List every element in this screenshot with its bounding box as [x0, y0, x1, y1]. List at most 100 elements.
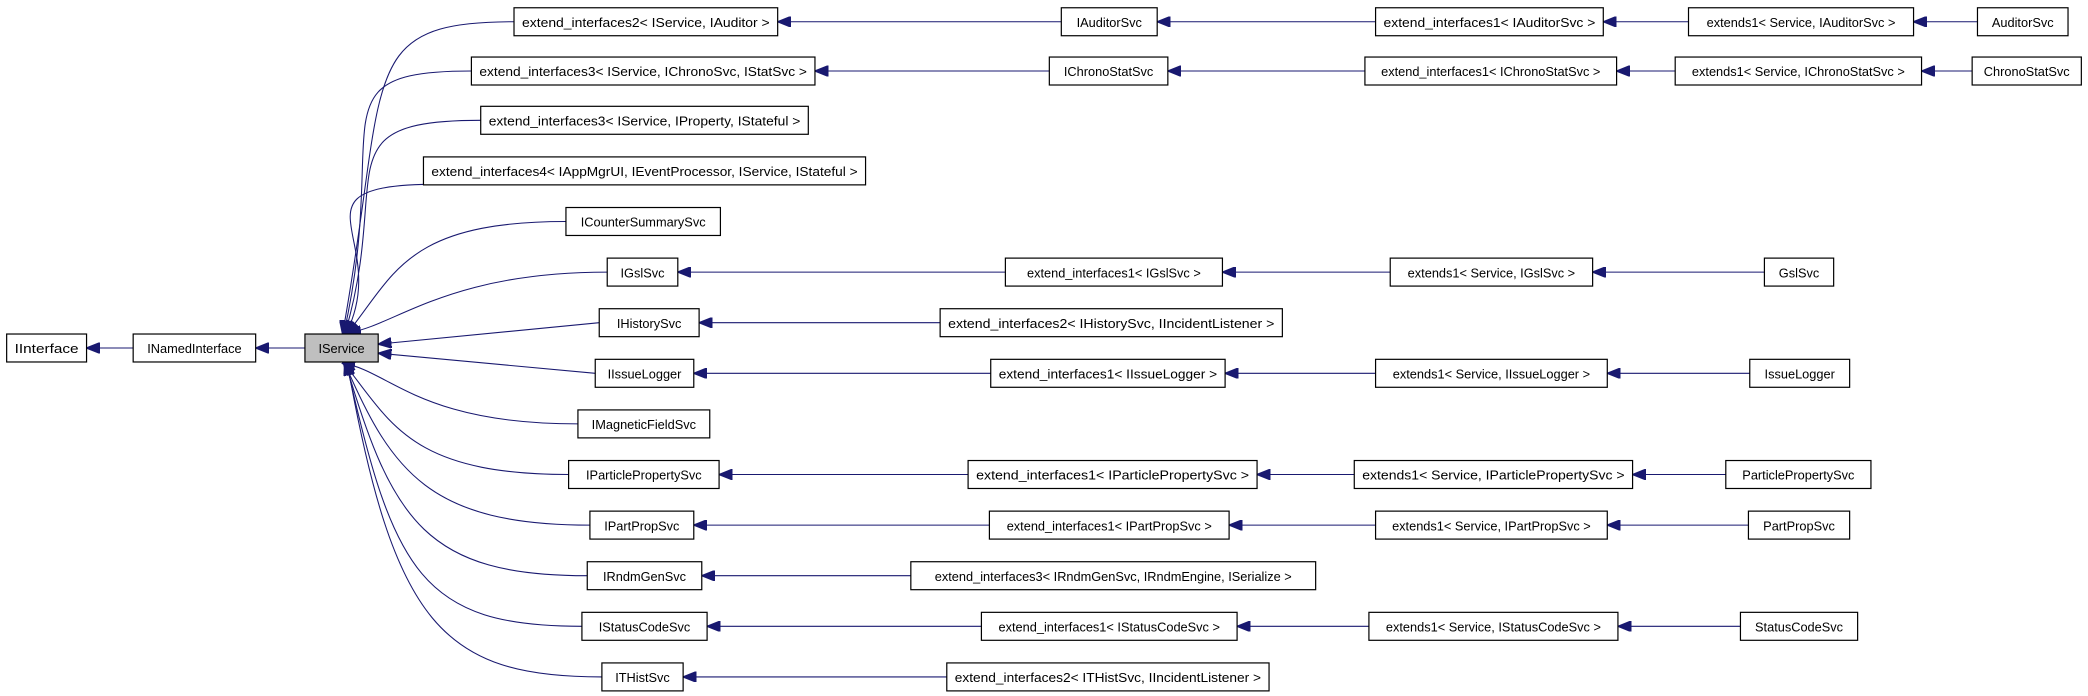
node-label: IHistorySvc — [617, 316, 682, 331]
node-box — [1048, 56, 1169, 86]
edge-ithist-svc-to-iservice — [347, 363, 602, 678]
node-ext2-iauditor[interactable]: extend_interfaces2< IService, IAuditor > — [513, 7, 779, 37]
node-label: IChronoStatSvc — [1064, 64, 1154, 79]
node-status-code-svc[interactable]: StatusCodeSvc — [1739, 611, 1859, 641]
node-ext4-iapp-mgr-ui[interactable]: extend_interfaces4< IAppMgrUI, IEventPro… — [422, 156, 867, 186]
node-label: ITHistSvc — [615, 670, 670, 685]
node-label: IPartPropSvc — [604, 518, 680, 533]
node-chrono-stat-svc[interactable]: ChronoStatSvc — [1971, 56, 2082, 86]
edge-ihistory-svc-to-iservice — [380, 322, 600, 344]
node-box — [1389, 257, 1594, 287]
node-extends1-istatus-code-svc[interactable]: extends1< Service, IStatusCodeSvc > — [1368, 611, 1619, 641]
node-box — [581, 611, 708, 641]
node-ihistory-svc[interactable]: IHistorySvc — [598, 308, 700, 338]
node-label: extend_interfaces2< IHistorySvc, IIncide… — [948, 316, 1274, 331]
edge-iissue-logger-to-iservice — [380, 353, 596, 374]
node-label: extends1< Service, IChronoStatSvc > — [1692, 64, 1905, 79]
node-imagnetic-field-svc[interactable]: IMagneticFieldSvc — [577, 409, 711, 439]
node-label: IInterface — [15, 341, 79, 356]
node-extends1-iauditor-svc[interactable]: extends1< Service, IAuditorSvc > — [1687, 7, 1915, 37]
node-ext1-igsl-svc[interactable]: extend_interfaces1< IGslSvc > — [1004, 257, 1224, 287]
node-label: IIssueLogger — [608, 366, 683, 381]
node-label: extend_interfaces1< IIssueLogger > — [999, 366, 1217, 381]
node-iauditor-svc[interactable]: IAuditorSvc — [1060, 7, 1158, 37]
node-ext2-ihistory-svc[interactable]: extend_interfaces2< IHistorySvc, IIncide… — [939, 308, 1283, 338]
node-label: extends1< Service, IPartPropSvc > — [1392, 518, 1591, 533]
node-label: GslSvc — [1779, 265, 1820, 280]
node-iservice[interactable]: IService — [304, 333, 379, 363]
node-box — [589, 510, 695, 540]
node-label: IMagneticFieldSvc — [592, 417, 697, 432]
node-inamed-interface[interactable]: INamedInterface — [132, 333, 257, 363]
node-ichrono-stat-svc[interactable]: IChronoStatSvc — [1048, 56, 1169, 86]
node-icounter-summary-svc[interactable]: ICounterSummarySvc — [565, 206, 722, 237]
node-box — [1004, 257, 1224, 287]
node-label: extend_interfaces1< IParticlePropertySvc… — [976, 468, 1249, 483]
node-box — [939, 308, 1283, 338]
edge-icounter-summary-svc-to-iservice — [348, 220, 566, 332]
node-extends1-igsl-svc[interactable]: extends1< Service, IGslSvc > — [1389, 257, 1594, 287]
node-box — [480, 105, 809, 135]
edge-igsl-svc-to-iservice — [349, 271, 608, 333]
node-particle-property-svc[interactable]: ParticlePropertySvc — [1725, 459, 1872, 490]
node-igsl-svc[interactable]: IGslSvc — [606, 257, 679, 287]
node-box — [586, 561, 703, 591]
node-istatus-code-svc[interactable]: IStatusCodeSvc — [581, 611, 708, 641]
node-ext3-irndm-gen-svc[interactable]: extend_interfaces3< IRndmGenSvc, IRndmEn… — [910, 561, 1317, 591]
node-ext1-iauditor-svc[interactable]: extend_interfaces1< IAuditorSvc > — [1374, 7, 1604, 37]
node-box — [606, 257, 679, 287]
node-extends1-ipart-prop-svc[interactable]: extends1< Service, IPartPropSvc > — [1374, 510, 1608, 540]
node-gsl-svc[interactable]: GslSvc — [1763, 257, 1835, 287]
node-label: extends1< Service, IGslSvc > — [1408, 265, 1575, 280]
node-label: IService — [319, 341, 365, 356]
node-ext1-iparticle-property-svc[interactable]: extend_interfaces1< IParticlePropertySvc… — [967, 459, 1258, 490]
node-box — [601, 662, 684, 692]
node-ext1-istatus-code-svc[interactable]: extend_interfaces1< IStatusCodeSvc > — [980, 611, 1238, 641]
node-box — [1739, 611, 1859, 641]
node-box — [967, 459, 1258, 490]
node-label: extend_interfaces3< IService, IChronoSvc… — [479, 64, 807, 79]
node-extends1-ichrono-stat-svc[interactable]: extends1< Service, IChronoStatSvc > — [1674, 56, 1923, 86]
node-box — [1353, 459, 1634, 490]
node-extends1-iparticle-property-svc[interactable]: extends1< Service, IParticlePropertySvc … — [1353, 459, 1634, 490]
edge-ext3-iproperty-to-iservice — [345, 119, 481, 332]
node-label: IRndmGenSvc — [603, 569, 687, 584]
node-ext1-ipart-prop-svc[interactable]: extend_interfaces1< IPartPropSvc > — [988, 510, 1230, 540]
node-label: ParticlePropertySvc — [1742, 468, 1855, 483]
node-ext2-ithist-svc[interactable]: extend_interfaces2< ITHistSvc, IIncident… — [946, 662, 1270, 692]
node-ext3-ichrono-svc[interactable]: extend_interfaces3< IService, IChronoSvc… — [470, 56, 816, 86]
node-ext1-ichrono-stat-svc[interactable]: extend_interfaces1< IChronoStatSvc > — [1364, 56, 1618, 86]
node-box — [988, 510, 1230, 540]
node-issue-logger[interactable]: IssueLogger — [1749, 358, 1851, 388]
node-ipart-prop-svc[interactable]: IPartPropSvc — [589, 510, 695, 540]
node-ext3-iproperty[interactable]: extend_interfaces3< IService, IProperty,… — [480, 105, 809, 135]
node-irndm-gen-svc[interactable]: IRndmGenSvc — [586, 561, 703, 591]
node-extends1-iissue-logger[interactable]: extends1< Service, IIssueLogger > — [1374, 358, 1608, 388]
edge-irndm-gen-svc-to-iservice — [346, 363, 588, 577]
node-box — [565, 206, 722, 237]
edge-iparticle-property-svc-to-iservice — [344, 363, 569, 476]
node-iinterface[interactable]: IInterface — [6, 333, 88, 363]
node-label: AuditorSvc — [1992, 15, 2054, 30]
node-ithist-svc[interactable]: ITHistSvc — [601, 662, 684, 692]
node-box — [1725, 459, 1872, 490]
node-box — [946, 662, 1270, 692]
node-box — [1374, 510, 1608, 540]
node-iparticle-property-svc[interactable]: IParticlePropertySvc — [568, 459, 720, 490]
node-ext1-iissue-logger[interactable]: extend_interfaces1< IIssueLogger > — [990, 358, 1226, 388]
edge-istatus-code-svc-to-iservice — [346, 363, 582, 627]
node-label: ChronoStatSvc — [1984, 64, 2070, 79]
node-box — [1971, 56, 2082, 86]
node-label: extend_interfaces1< IPartPropSvc > — [1007, 518, 1212, 533]
node-part-prop-svc[interactable]: PartPropSvc — [1747, 510, 1851, 540]
node-label: extends1< Service, IStatusCodeSvc > — [1386, 619, 1601, 634]
node-iissue-logger[interactable]: IIssueLogger — [594, 358, 695, 388]
node-box — [990, 358, 1226, 388]
node-auditor-svc[interactable]: AuditorSvc — [1976, 7, 2069, 37]
node-box — [1674, 56, 1923, 86]
node-box — [1060, 7, 1158, 37]
node-label: extend_interfaces2< ITHistSvc, IIncident… — [955, 670, 1261, 685]
node-label: extend_interfaces4< IAppMgrUI, IEventPro… — [431, 164, 857, 179]
node-box — [470, 56, 816, 86]
